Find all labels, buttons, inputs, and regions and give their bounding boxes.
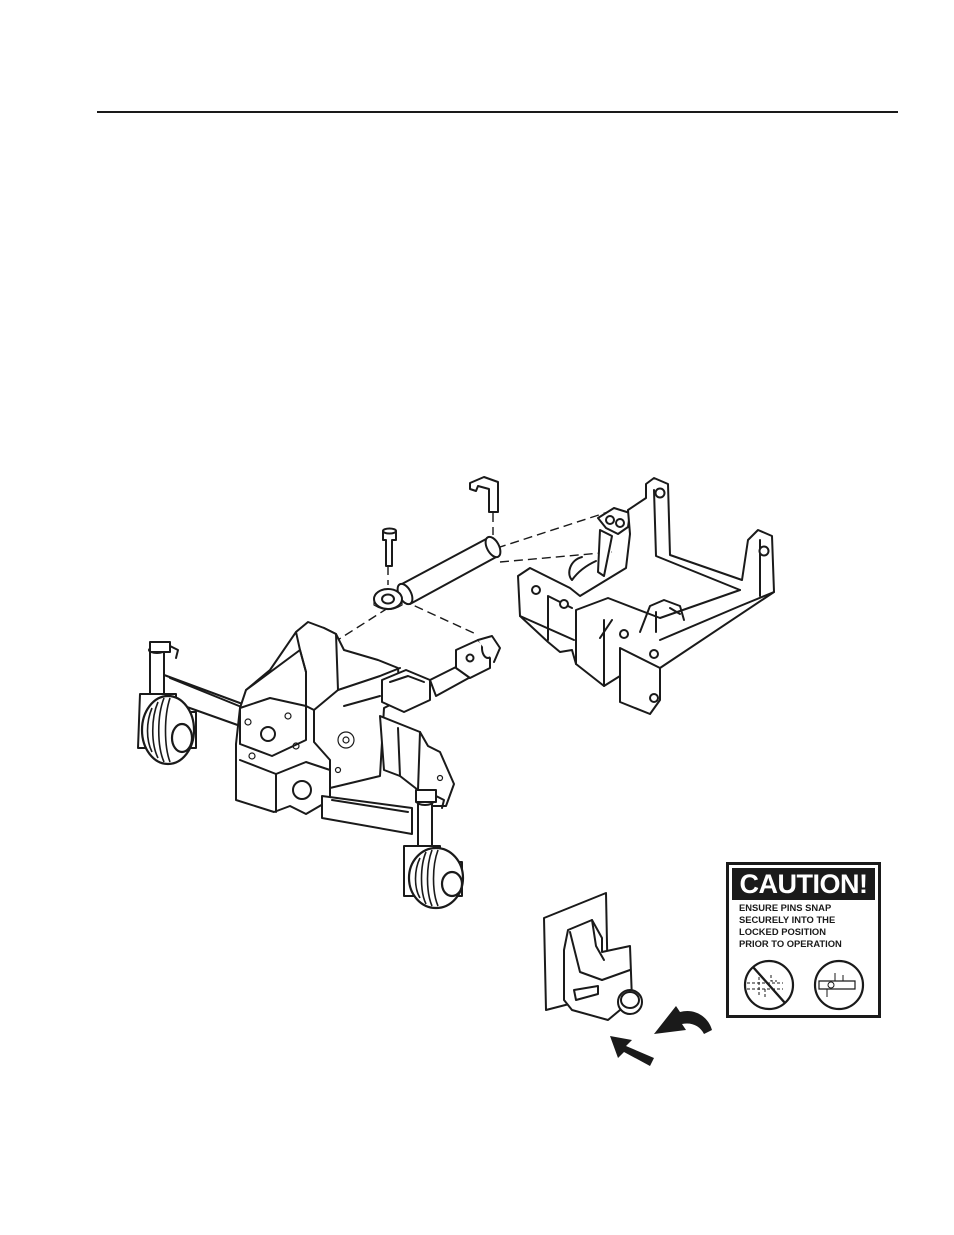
- rotate-arrow-icon: [654, 1006, 712, 1034]
- mounting-frame: [517, 477, 775, 715]
- correct-pin-icon: [813, 959, 865, 1011]
- hydraulic-cylinder: [373, 535, 502, 611]
- caution-line: ENSURE PINS SNAP: [739, 902, 832, 913]
- alignment-lines: [321, 511, 613, 651]
- l-pin: [469, 476, 499, 513]
- caution-line: SECURELY INTO THE: [739, 914, 836, 925]
- caution-text: ENSURE PINS SNAP SECURELY INTO THE LOCKE…: [739, 902, 874, 950]
- pin-status-icons: [743, 959, 865, 1011]
- caution-line: PRIOR TO OPERATION: [739, 938, 842, 949]
- bracket-detail: [543, 892, 643, 1021]
- header-rule: [97, 111, 898, 113]
- caution-decal: CAUTION! ENSURE PINS SNAP SECURELY INTO …: [726, 862, 881, 1018]
- caution-line: LOCKED POSITION: [739, 926, 826, 937]
- carrier-frame: [137, 621, 501, 910]
- prohibited-pin-icon: [743, 959, 795, 1011]
- hitch-bolt: [382, 527, 397, 567]
- push-arrow-icon: [610, 1036, 654, 1066]
- caution-heading: CAUTION!: [732, 868, 875, 900]
